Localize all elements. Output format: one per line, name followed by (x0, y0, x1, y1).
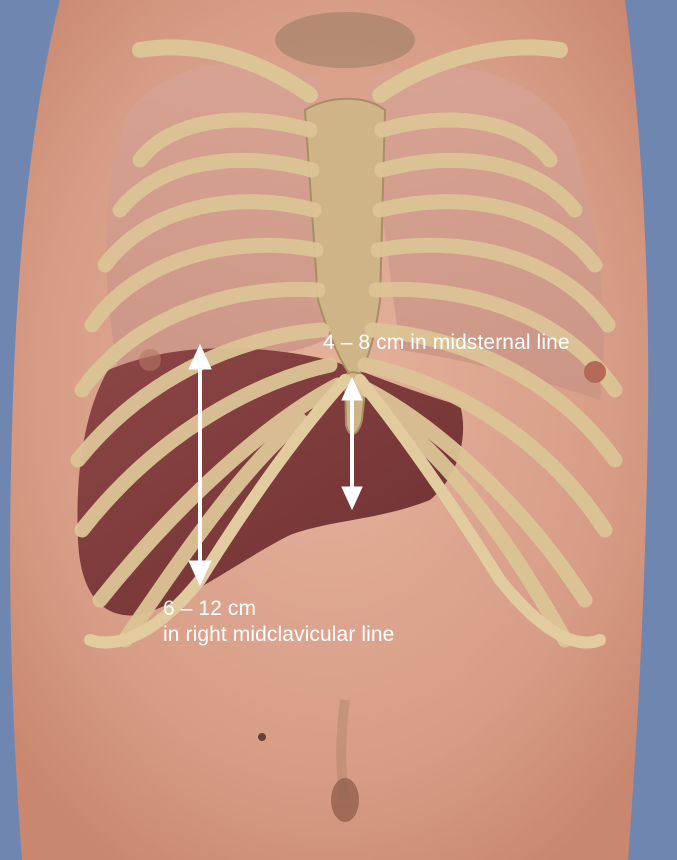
midclavicular-span-description: in right midclavicular line (163, 622, 394, 648)
abdominal-hair (341, 700, 345, 800)
mole (258, 733, 266, 741)
chest-hair (275, 12, 415, 68)
midclavicular-line-label: 6 – 12 cm in right midclavicular line (163, 596, 394, 648)
midsternal-line-label: 4 – 8 cm in midsternal line (323, 330, 570, 356)
midclavicular-span-value: 6 – 12 cm (163, 596, 394, 622)
right-nipple (139, 349, 161, 371)
left-nipple (584, 361, 606, 383)
